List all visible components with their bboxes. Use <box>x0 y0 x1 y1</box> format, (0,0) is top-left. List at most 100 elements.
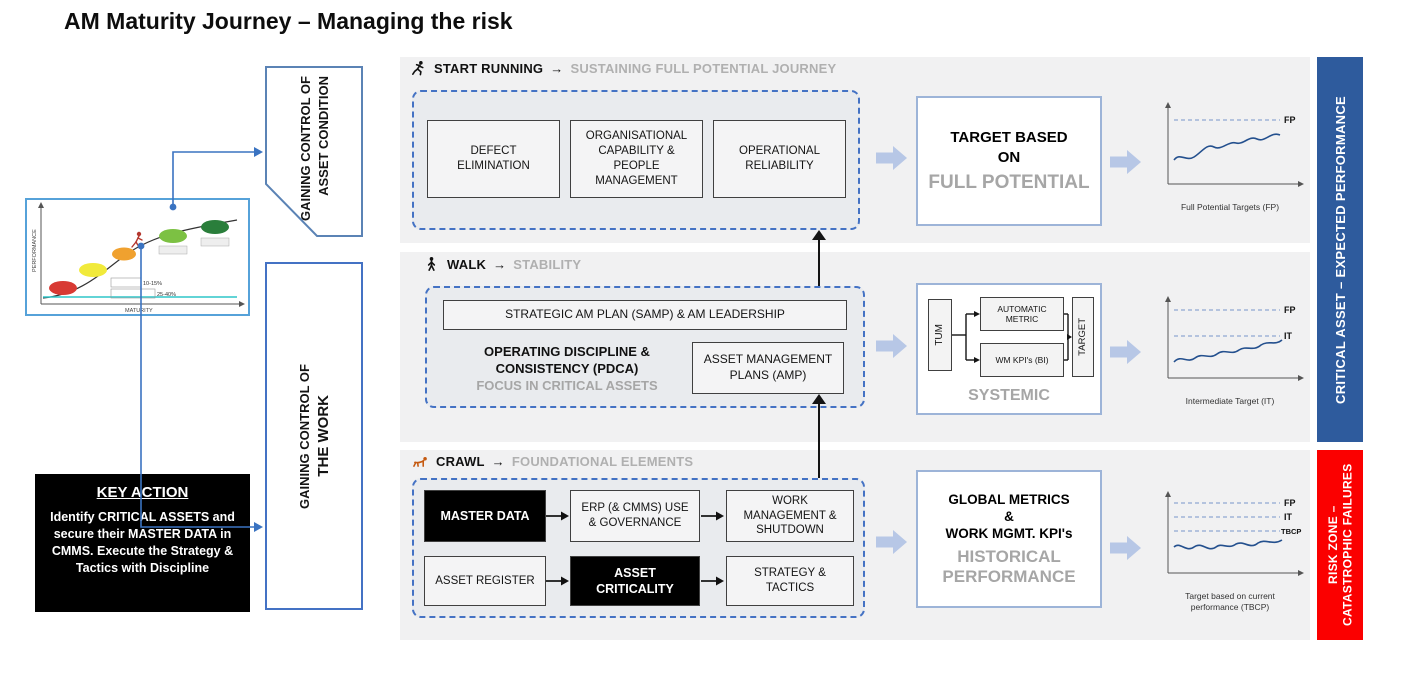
crawl-band-title: CRAWL <box>436 454 485 469</box>
up-arrow-line <box>818 240 820 286</box>
stage-green-ellipse <box>159 229 187 243</box>
maturity-curve-thumbnail: PERFORMANCE MATURITY 10-15% 25-40% <box>25 198 250 316</box>
walk-band-subtitle: STABILITY <box>513 257 582 272</box>
walk-band-header: WALK → STABILITY <box>423 256 581 273</box>
flow-arrow-icon <box>876 530 907 554</box>
maturity-curve-plot: PERFORMANCE MATURITY 10-15% 25-40% <box>32 202 245 314</box>
work-mgmt-kpis-label: WORK MGMT. KPI's <box>945 525 1073 541</box>
fp-label: FP <box>1284 498 1296 508</box>
tum-label: TUM <box>934 324 945 346</box>
target-box: TARGET <box>1072 297 1094 377</box>
walk-graph-caption: Intermediate Target (IT) <box>1185 396 1275 406</box>
strategy-tactics-box: STRATEGY & TACTICS <box>726 556 854 606</box>
mini-ylabel: PERFORMANCE <box>32 229 38 272</box>
run-header-arrow: → <box>550 61 564 76</box>
pennant-shape <box>265 66 363 237</box>
operating-discipline-block: OPERATING DISCIPLINE & CONSISTENCY (PDCA… <box>443 344 691 395</box>
run-performance-graph: FP Full Potential Targets (FP) <box>1150 98 1310 213</box>
full-potential-target-box: TARGET BASED ON FULL POTENTIAL <box>916 96 1102 226</box>
page-title: AM Maturity Journey – Managing the risk <box>64 8 513 34</box>
expected-performance-label: CRITICAL ASSET – EXPECTED PERFORMANCE <box>1332 95 1348 404</box>
stage-yellow-ellipse <box>79 263 107 277</box>
run-band-title: START RUNNING <box>434 61 544 76</box>
flow-arrow-icon <box>876 334 907 358</box>
up-arrow-crawl-to-walk <box>812 394 826 404</box>
runner-icon <box>412 61 424 76</box>
step-arrow-icon <box>701 576 724 586</box>
connector-arrowhead <box>254 522 263 532</box>
gaining-control-the-work: GAINING CONTROL OF THE WORK <box>265 262 363 610</box>
systemic-box: TUM AUTOMATIC METRIC WM KPI's (BI) TARGE… <box>916 283 1102 415</box>
step-arrow-icon <box>546 576 569 586</box>
key-action-body: Identify CRITICAL ASSETS and secure thei… <box>50 510 235 575</box>
mini-label-box <box>200 237 230 247</box>
flow-arrow-icon <box>1110 536 1141 560</box>
tbcp-label: TBCP <box>1281 527 1301 536</box>
fp-label: FP <box>1284 115 1296 125</box>
flow-arrow-icon <box>876 146 907 170</box>
stage-darkgreen-ellipse <box>201 220 229 234</box>
stage-orange-ellipse <box>112 247 136 261</box>
walk-band-title: WALK <box>447 257 487 272</box>
crawl-graph-caption: Target based on current performance (TBC… <box>1185 591 1275 612</box>
flow-arrow-icon <box>1110 150 1141 174</box>
control-work-label-black: GAINING CONTROL OF <box>296 363 312 509</box>
step-arrow-icon <box>701 511 724 521</box>
mini-label-box <box>158 245 188 255</box>
crawl-performance-graph: FP IT TBCP Target based on current perfo… <box>1150 487 1310 612</box>
wm-kpis-box: WM KPI's (BI) <box>980 343 1064 377</box>
run-graph-caption: Full Potential Targets (FP) <box>1180 202 1280 212</box>
up-arrow-walk-to-run <box>812 230 826 240</box>
operational-reliability-box: OPERATIONAL RELIABILITY <box>713 120 846 198</box>
expected-performance-banner: CRITICAL ASSET – EXPECTED PERFORMANCE <box>1317 57 1363 442</box>
asset-criticality-box: ASSET CRITICALITY <box>570 556 700 606</box>
key-action-panel: KEY ACTION Identify CRITICAL ASSETS and … <box>35 474 250 612</box>
run-band-subtitle: SUSTAINING FULL POTENTIAL JOURNEY <box>570 61 837 76</box>
mini-note-1: 10-15% <box>143 281 162 287</box>
gaining-control-asset-condition: GAINING CONTROL OF ASSET CONDITION <box>265 66 363 238</box>
step-arrow-icon <box>546 511 569 521</box>
crawl-band-subtitle: FOUNDATIONAL ELEMENTS <box>511 454 694 469</box>
focus-critical-assets-label: FOCUS IN CRITICAL ASSETS <box>476 377 658 393</box>
amp-box: ASSET MANAGEMENT PLANS (AMP) <box>692 342 844 394</box>
systemic-connectors <box>952 311 1072 363</box>
mini-range-box <box>110 277 142 288</box>
walker-icon <box>427 257 436 271</box>
flow-arrow-icon <box>1110 340 1141 364</box>
stage-red-ellipse <box>49 281 77 295</box>
asset-register-box: ASSET REGISTER <box>424 556 546 606</box>
target-based-on-label: TARGET BASED ON <box>950 129 1068 166</box>
erp-cmms-box: ERP (& CMMS) USE & GOVERNANCE <box>570 490 700 542</box>
risk-zone-banner: RISK ZONE – CATASTROPHIC FAILURES <box>1317 450 1363 640</box>
tum-box: TUM <box>928 299 952 371</box>
key-action-heading: KEY ACTION <box>96 484 189 501</box>
organisational-capability-box: ORGANISATIONAL CAPABILITY & PEOPLE MANAG… <box>570 120 703 198</box>
systemic-label: SYSTEMIC <box>968 387 1050 404</box>
full-potential-label: FULL POTENTIAL <box>928 172 1090 193</box>
defect-elimination-box: DEFECT ELIMINATION <box>427 120 560 198</box>
samp-box: STRATEGIC AM PLAN (SAMP) & AM LEADERSHIP <box>443 300 847 330</box>
historical-performance-box: GLOBAL METRICS & WORK MGMT. KPI's HISTOR… <box>916 470 1102 608</box>
historical-performance-label: HISTORICAL PERFORMANCE <box>942 546 1076 586</box>
mini-xlabel: MATURITY <box>125 308 153 314</box>
ampersand-label: & <box>1004 508 1014 524</box>
control-asset-label-gray: ASSET CONDITION <box>315 76 331 196</box>
control-asset-label-black: GAINING CONTROL OF <box>297 76 313 221</box>
work-management-box: WORK MANAGEMENT & SHUTDOWN <box>726 490 854 542</box>
fp-label: FP <box>1284 305 1296 315</box>
it-label: IT <box>1284 331 1293 341</box>
risk-zone-label: RISK ZONE – CATASTROPHIC FAILURES <box>1325 463 1354 627</box>
crawl-header-arrow: → <box>491 454 505 469</box>
walk-performance-graph: FP IT Intermediate Target (IT) <box>1150 292 1310 407</box>
crawl-band-header: CRAWL → FOUNDATIONAL ELEMENTS <box>410 454 693 469</box>
crawl-graph-plot: FP IT TBCP <box>1165 491 1304 576</box>
crawler-icon <box>413 456 427 467</box>
operating-discipline-label: OPERATING DISCIPLINE & CONSISTENCY (PDCA… <box>484 344 650 376</box>
run-graph-plot: FP <box>1165 102 1304 187</box>
up-arrow-line <box>818 404 820 478</box>
automatic-metric-box: AUTOMATIC METRIC <box>980 297 1064 331</box>
walk-graph-plot: FP IT <box>1165 296 1304 381</box>
it-label: IT <box>1284 512 1293 522</box>
run-band-header: START RUNNING → SUSTAINING FULL POTENTIA… <box>410 60 836 77</box>
